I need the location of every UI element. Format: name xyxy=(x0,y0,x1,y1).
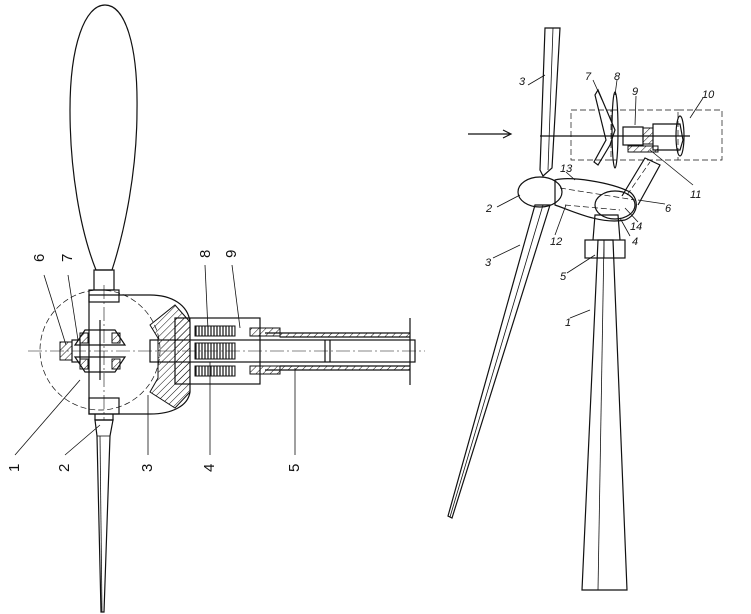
generator-stator-bottom xyxy=(194,365,236,377)
label-4: 4 xyxy=(201,464,218,472)
small-rotor-7 xyxy=(593,88,616,166)
nacelle-body xyxy=(554,178,637,222)
label-7: 7 xyxy=(585,71,592,83)
support-tube xyxy=(265,332,410,371)
rotor-swept-area xyxy=(570,109,612,161)
label-3: 3 xyxy=(139,464,156,472)
label-5: 5 xyxy=(286,464,303,472)
coupling xyxy=(642,127,654,145)
label-4: 4 xyxy=(632,236,638,248)
tower-flange xyxy=(584,239,626,259)
upper-blade xyxy=(539,27,561,177)
label-1: 1 xyxy=(6,464,23,472)
label-11: 11 xyxy=(690,189,701,201)
leader-9 xyxy=(231,264,241,329)
lower-blade-flange xyxy=(88,397,120,415)
gear-hatch-right-lower xyxy=(111,358,121,370)
generator-rotor xyxy=(194,342,236,360)
label-3-lower: 3 xyxy=(485,257,492,269)
label-2: 2 xyxy=(485,203,492,215)
leader-6 xyxy=(43,274,67,346)
hub-rotation-circle xyxy=(39,289,161,411)
label-13: 13 xyxy=(560,163,573,175)
label-8: 8 xyxy=(197,250,214,258)
label-12: 12 xyxy=(550,236,562,248)
hub-sphere xyxy=(517,176,563,208)
lower-rotor-blade xyxy=(94,419,114,613)
label-10: 10 xyxy=(702,89,715,101)
label-3-upper: 3 xyxy=(519,76,526,88)
right-side-view-drawing: 3 7 8 9 10 11 13 2 6 14 12 4 3 5 1 xyxy=(447,27,723,591)
label-9: 9 xyxy=(632,86,638,98)
leader-1 xyxy=(14,379,81,456)
gear-hatch-left xyxy=(79,332,89,344)
tube-wall-top xyxy=(279,332,411,338)
label-9: 9 xyxy=(223,250,240,258)
leader-7 xyxy=(67,274,79,341)
tower xyxy=(581,239,628,591)
leader-2 xyxy=(64,424,101,456)
tube-wall-bottom xyxy=(279,365,411,371)
label-14: 14 xyxy=(630,221,642,233)
mount-11 xyxy=(627,145,659,153)
yaw-bearing xyxy=(594,190,636,220)
label-2: 2 xyxy=(56,464,73,472)
label-7: 7 xyxy=(59,254,76,262)
casing-hatch-left xyxy=(174,317,191,385)
generator-fan xyxy=(675,115,685,157)
left-sectional-drawing: 6 7 8 9 1 2 3 4 5 xyxy=(6,4,425,613)
label-8: 8 xyxy=(614,71,621,83)
label-6: 6 xyxy=(31,254,48,262)
gear-hatch-right xyxy=(111,332,121,344)
label-6: 6 xyxy=(665,203,672,215)
bearing-housing xyxy=(249,327,281,337)
upper-rotor-blade xyxy=(69,4,138,271)
generator-stator-top xyxy=(194,325,236,337)
lower-blade xyxy=(447,204,551,519)
label-1: 1 xyxy=(565,317,571,329)
drive-arm xyxy=(621,157,661,206)
label-5: 5 xyxy=(560,271,567,283)
leader-8 xyxy=(204,264,209,331)
generator-outline xyxy=(677,109,723,161)
gear-hatch-left-lower xyxy=(79,358,89,370)
